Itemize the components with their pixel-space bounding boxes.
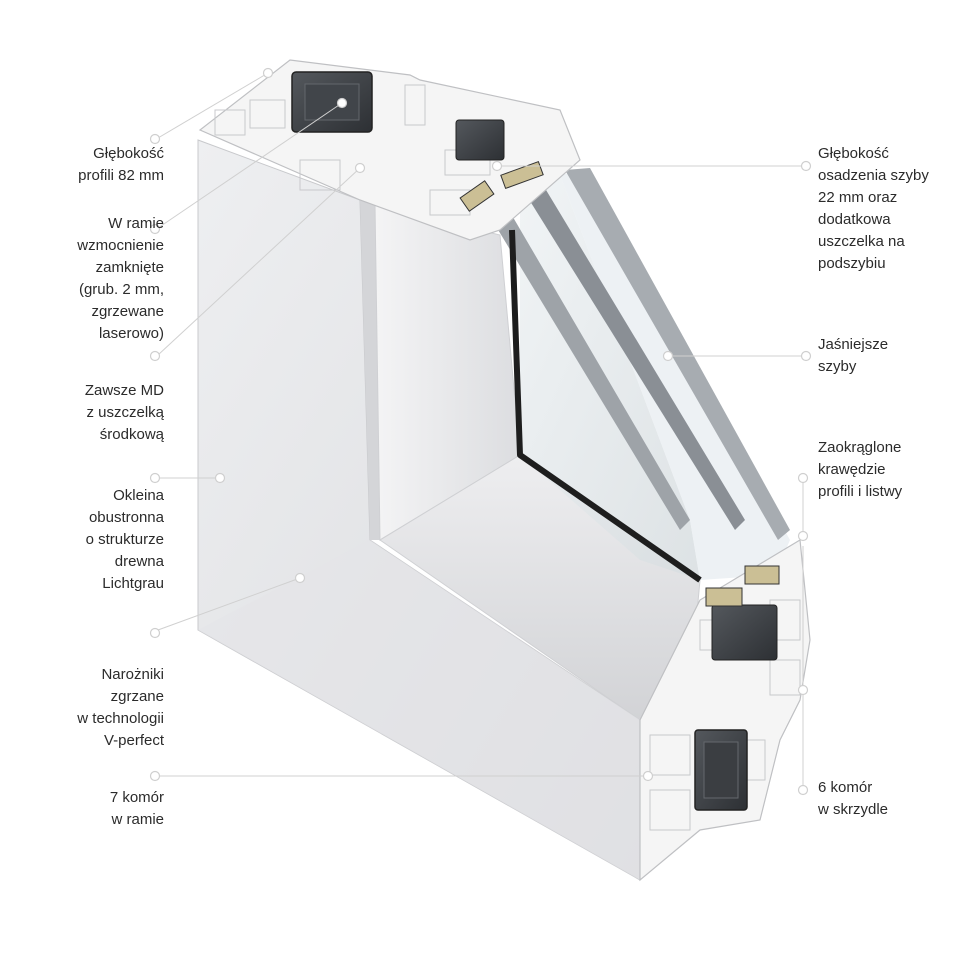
steel-reinforcement-sash-bottom (711, 604, 778, 661)
spacer-bar-2 (520, 180, 745, 530)
glazing-gasket-top-1 (459, 180, 495, 212)
glass-pane-outer (560, 170, 790, 580)
label-frame-chambers: 7 komór w ramie (109, 789, 164, 828)
leader-lines (157, 72, 806, 790)
label-veneer: Okleina obustronna o strukturze drewna L… (85, 487, 164, 592)
glazing-gasket-bottom-2 (744, 565, 780, 585)
frame-inner-reveal-left (360, 200, 380, 540)
label-glass-depth: Głębokość osadzenia szyby 22 mm oraz dod… (818, 145, 929, 272)
frame-bottom-band (198, 540, 640, 880)
glazing-seal (509, 229, 702, 583)
label-sash-chambers: 6 komór w skrzydle (818, 779, 889, 818)
label-md-seal: Zawsze MD z uszczelką środkową (84, 382, 164, 443)
steel-reinforcement-sash-top (455, 119, 505, 161)
leader-dots (149, 67, 812, 796)
label-brighter-glass: Jaśniejsze szyby (818, 336, 889, 375)
label-rounded-edges: Zaokrąglone krawędzie profili i listwy (818, 439, 903, 500)
glazing-gasket-top-2 (500, 160, 544, 190)
label-v-perfect-corners: Narożniki zgrzane w technologii V-perfec… (77, 666, 164, 749)
label-reinforcement: W ramie wzmocnienie zamknięte (grub. 2 m… (77, 215, 164, 342)
spacer-bar-3 (565, 168, 790, 540)
glazing-gasket-bottom-1 (705, 587, 743, 607)
spacer-bar-1 (480, 195, 690, 530)
label-profile-depth: Głębokość profili 82 mm (78, 145, 164, 184)
